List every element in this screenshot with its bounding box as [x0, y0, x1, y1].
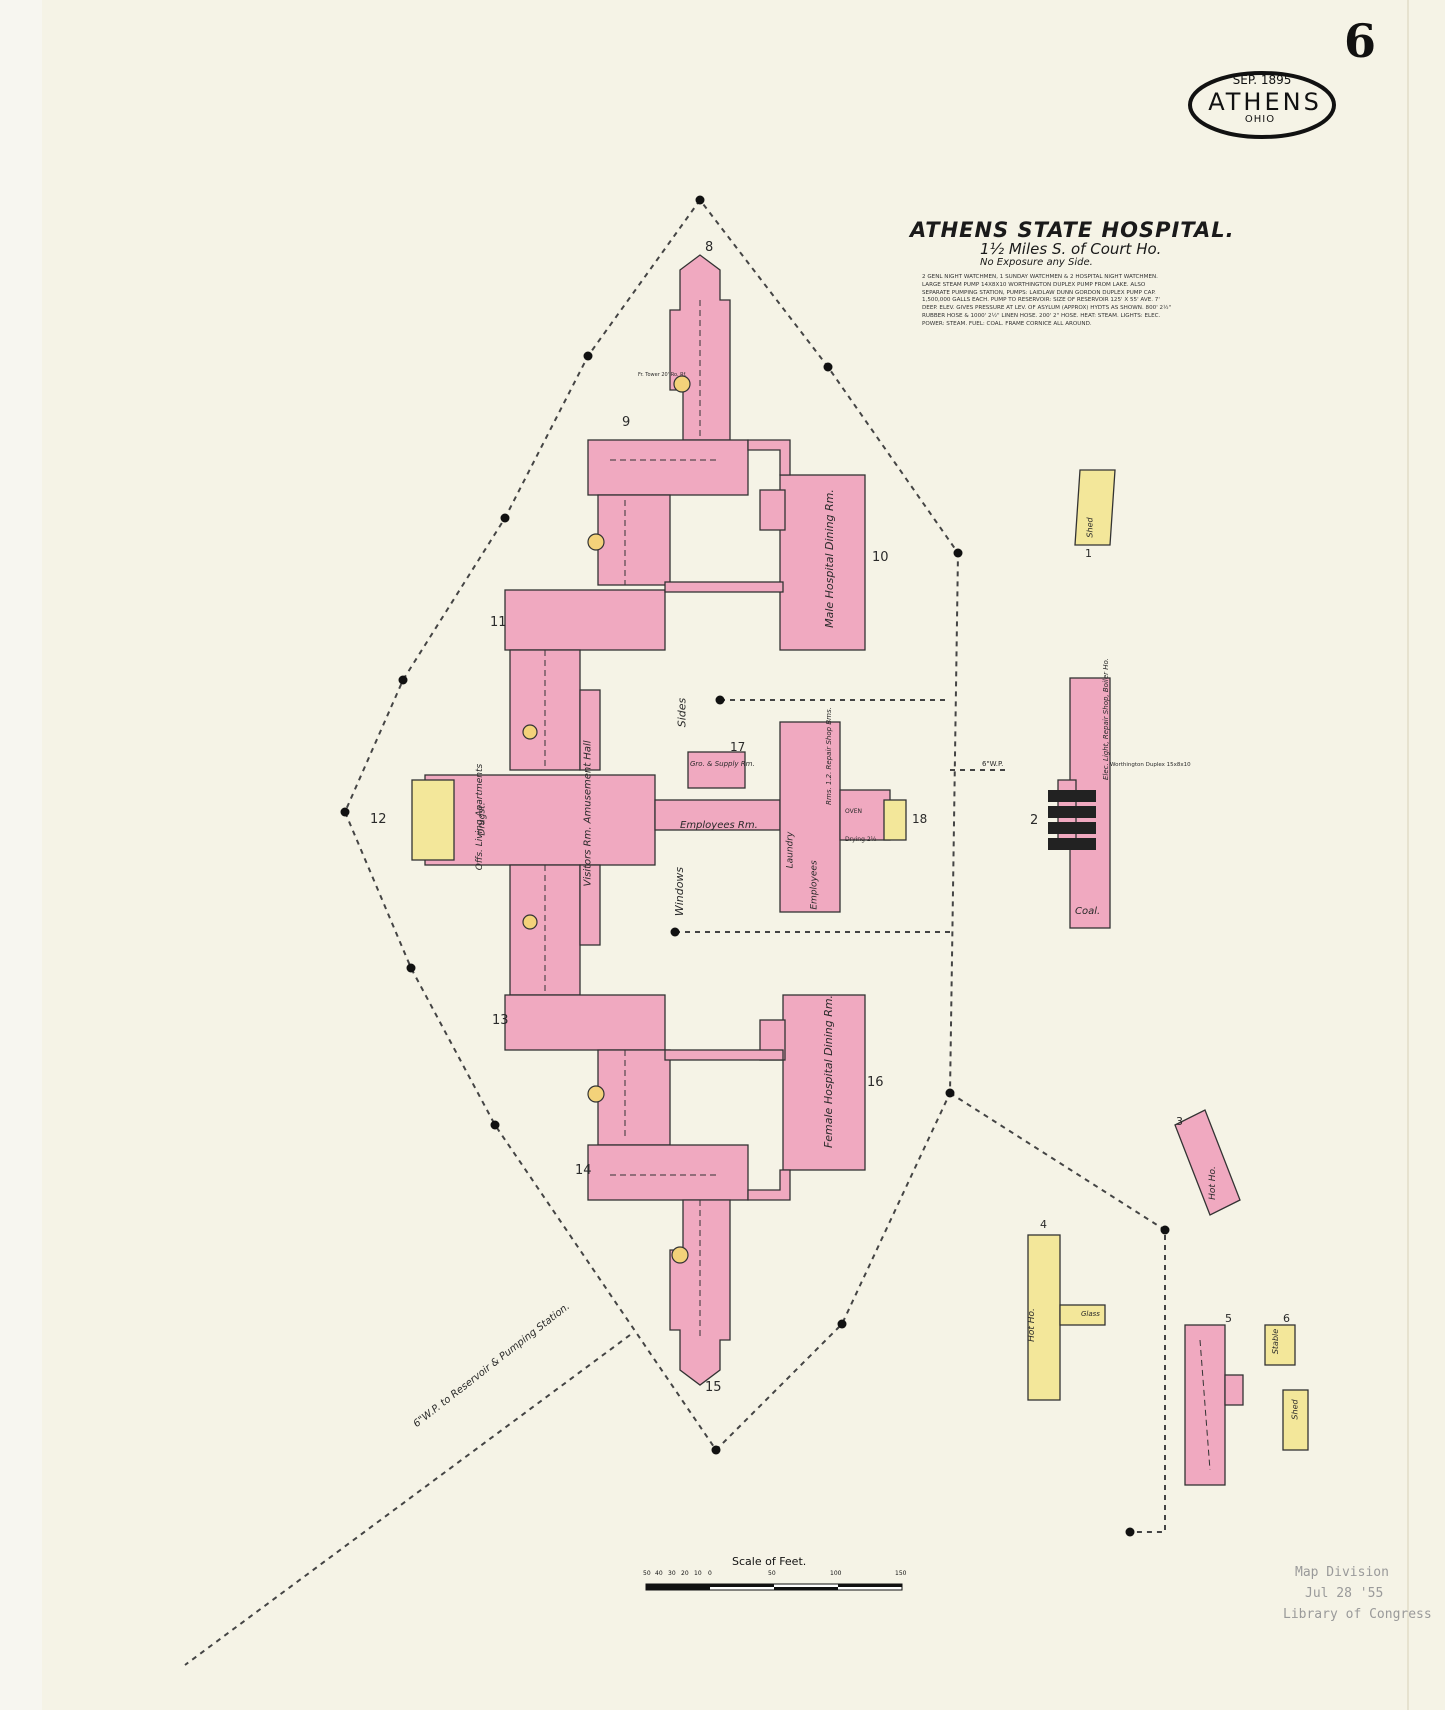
map-subtitle: 1½ Miles S. of Court Ho.	[980, 240, 1162, 258]
female-dining-label: Female Hospital Dining Rm.	[822, 994, 836, 1149]
electric-light-label: Elec. Light, Repair Shop, Boiler Ho.	[1102, 657, 1111, 781]
windows-label: Windows	[673, 866, 687, 917]
map-title: ATHENS STATE HOSPITAL.	[910, 218, 1235, 242]
stable-label: Stable	[1271, 1328, 1281, 1355]
building-number: 12	[370, 812, 387, 827]
scale-tick: 40	[655, 1570, 663, 1577]
laundry-label: Laundry	[785, 831, 796, 869]
dining-halls	[664, 439, 866, 1201]
scale-tick: 150	[895, 1570, 907, 1577]
building-number: 9	[622, 415, 631, 430]
building-number: 16	[867, 1075, 884, 1090]
scale-tick: 20	[681, 1570, 689, 1577]
stamp-line: Map Division	[1295, 1565, 1389, 1580]
sides-label: Sides	[675, 697, 689, 728]
sheet-number: 6	[1344, 14, 1377, 68]
worthington-label: Worthington Duplex 15x8x10	[1110, 762, 1191, 768]
oven-label: OVEN	[845, 808, 863, 815]
drugstore-label: Drugst.	[477, 802, 488, 836]
paper	[42, 0, 1445, 1710]
scale-bar	[645, 1583, 903, 1591]
grocery-supply-label: Gro. & Supply Rm.	[690, 760, 755, 768]
building-number: 1	[1085, 547, 1092, 560]
fire-towers	[522, 375, 691, 1264]
seal-date: SEP. 1895	[1232, 73, 1292, 87]
boilers	[1048, 790, 1096, 850]
seal-city: ATHENS	[1208, 88, 1322, 116]
employees-room-label: Employees Rm.	[680, 820, 758, 831]
scale-tick: 10	[694, 1570, 702, 1577]
building-number: 4	[1040, 1218, 1047, 1231]
stamp-line: Library of Congress	[1283, 1607, 1432, 1622]
shed2-label: Shed	[1290, 1399, 1300, 1420]
building-number: 14	[575, 1163, 592, 1178]
water-pipe-label: 6"W.P.	[982, 760, 1004, 768]
scale-tick: 30	[668, 1570, 676, 1577]
fire-protection-notes: 2 Genl Night Watchmen, 1 Sunday Watchmen…	[922, 274, 1172, 327]
building-number: 2	[1030, 813, 1039, 828]
repair-shop-label: Rms. 1.2. Repair Shop Bms.	[824, 707, 833, 805]
building-number: 6	[1283, 1312, 1290, 1325]
shed-label: Shed	[1085, 517, 1095, 538]
service-buildings	[687, 677, 1244, 1486]
drying-label: Drying 2½	[845, 836, 877, 843]
building-number: 10	[872, 550, 889, 565]
building-number: 8	[705, 240, 714, 255]
male-dining-label: Male Hospital Dining Rm.	[822, 489, 836, 628]
amusement-hall-label: Visitors Rm. Amusement Hall	[582, 740, 594, 887]
scale-tick: 50	[768, 1570, 776, 1577]
scale-tick: 0	[708, 1570, 712, 1577]
building-number: 3	[1176, 1115, 1183, 1128]
exposure-note: No Exposure any Side.	[980, 257, 1093, 268]
fire-tower-label: Fr. Tower 20' Ro. Rf.	[638, 372, 687, 378]
hot-house-label: Hot Ho.	[1207, 1166, 1218, 1200]
hydrants	[340, 195, 1170, 1537]
sheet-seal	[1188, 71, 1336, 139]
interior-walls	[544, 300, 1211, 1471]
scale-tick: 50	[643, 1570, 651, 1577]
scale-tick: 100	[830, 1570, 842, 1577]
employees-label: Employees	[809, 860, 820, 910]
scale-title: Scale of Feet.	[732, 1555, 807, 1568]
main-hospital-building	[424, 254, 781, 1386]
building-number: 17	[730, 740, 746, 754]
glass-label: Glass	[1081, 1310, 1100, 1318]
frame-buildings	[411, 469, 1309, 1451]
coal-label: Coal.	[1075, 906, 1101, 917]
building-number: 5	[1225, 1312, 1232, 1325]
seal-state: OHIO	[1244, 114, 1276, 125]
hot-house-label-4: Hot Ho.	[1026, 1308, 1037, 1342]
building-number: 13	[492, 1013, 509, 1028]
building-number: 11	[490, 615, 507, 630]
building-number: 18	[912, 812, 928, 826]
building-number: 15	[705, 1380, 722, 1395]
stamp-line: Jul 28 '55	[1305, 1586, 1384, 1601]
